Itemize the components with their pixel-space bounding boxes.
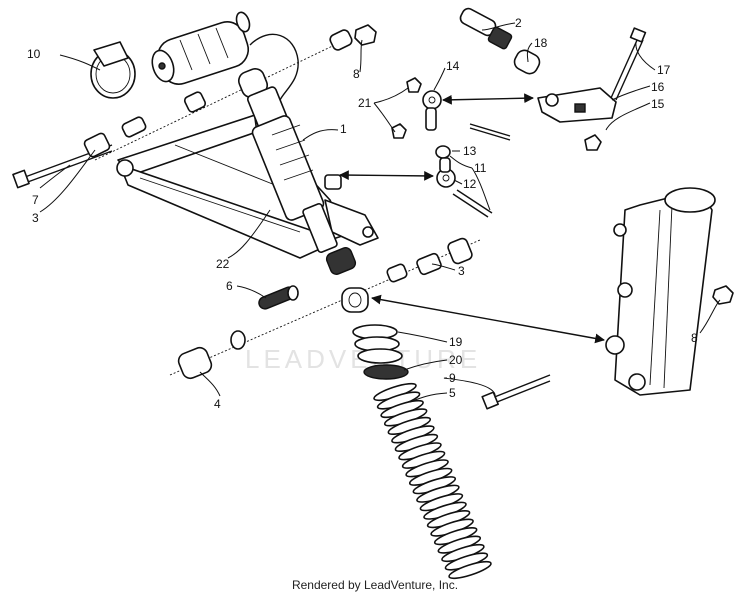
callout-2: 2 bbox=[515, 16, 522, 30]
callout-20: 20 bbox=[449, 353, 463, 367]
callout-labels: 10 8 2 18 14 17 16 15 21 13 11 12 1 7 3 … bbox=[27, 16, 698, 411]
coil-spring bbox=[352, 324, 492, 580]
callout-4: 4 bbox=[214, 397, 221, 411]
callout-15: 15 bbox=[651, 97, 665, 111]
rendered-by-footer: Rendered by LeadVenture, Inc. bbox=[291, 578, 459, 592]
callout-5: 5 bbox=[449, 386, 456, 400]
callout-19: 19 bbox=[449, 335, 463, 349]
callout-8-right: 8 bbox=[691, 331, 698, 345]
pivot-axis bbox=[94, 29, 353, 161]
shock-absorber bbox=[237, 67, 357, 275]
shock-reservoir bbox=[151, 11, 299, 101]
adjuster-linkage bbox=[459, 7, 647, 151]
callout-7: 7 bbox=[32, 193, 39, 207]
callout-12: 12 bbox=[463, 177, 477, 191]
frame-bracket bbox=[481, 187, 734, 410]
callout-21: 21 bbox=[358, 96, 372, 110]
callout-9: 9 bbox=[449, 371, 456, 385]
callout-18: 18 bbox=[534, 36, 548, 50]
leader-lines bbox=[39, 22, 721, 403]
center-pivot-parts bbox=[169, 237, 481, 380]
tie-rod-assembly bbox=[391, 77, 511, 218]
callout-6: 6 bbox=[226, 279, 233, 293]
callout-3-center: 3 bbox=[458, 264, 465, 278]
callout-11: 11 bbox=[474, 161, 487, 175]
callout-22: 22 bbox=[216, 257, 230, 271]
callout-13: 13 bbox=[463, 144, 477, 158]
hose-clamp bbox=[90, 41, 136, 99]
callout-16: 16 bbox=[651, 80, 665, 94]
nut-8-top bbox=[354, 24, 377, 46]
callout-14: 14 bbox=[446, 59, 460, 73]
callout-3-left: 3 bbox=[32, 211, 39, 225]
spring-coil bbox=[448, 560, 492, 580]
spacer-3-left bbox=[83, 132, 111, 158]
callout-10: 10 bbox=[27, 47, 41, 61]
callout-17: 17 bbox=[657, 63, 671, 77]
assembly-arrows bbox=[339, 93, 605, 344]
callout-1: 1 bbox=[340, 122, 347, 136]
callout-8-top: 8 bbox=[353, 67, 360, 81]
